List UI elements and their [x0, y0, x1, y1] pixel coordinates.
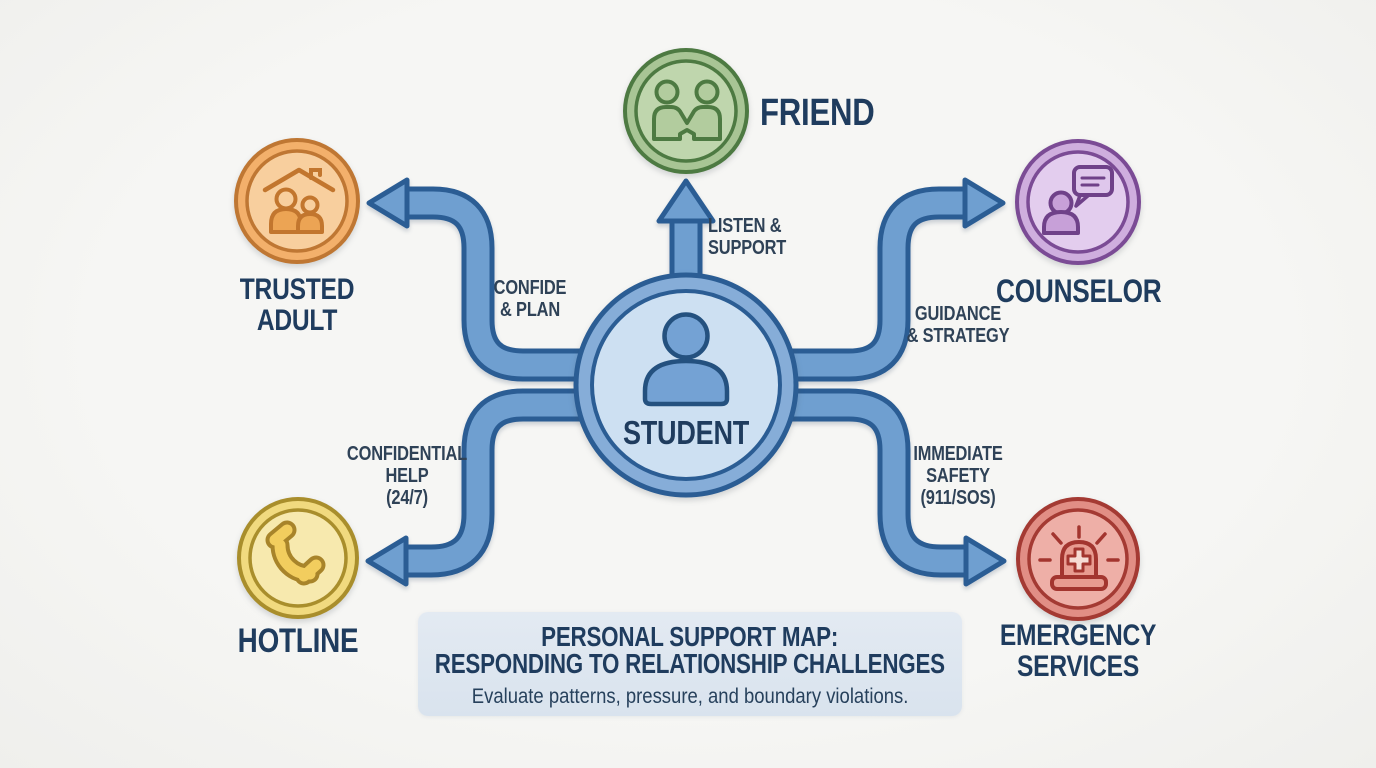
edge-label-guidance-strategy: GUIDANCE & STRATEGY: [906, 303, 1010, 347]
edge-label-confide-plan: CONFIDE & PLAN: [493, 277, 567, 321]
emergency-label: EMERGENCY SERVICES: [999, 619, 1157, 683]
edge-label-immediate-safety: IMMEDIATE SAFETY (911/SOS): [913, 443, 1003, 509]
emergency-node: [1016, 497, 1140, 621]
arrow-student-to-emergency: [672, 388, 1007, 587]
title-box: PERSONAL SUPPORT MAP: RESPONDING TO RELA…: [418, 612, 962, 716]
title-subtitle: Evaluate patterns, pressure, and boundar…: [471, 685, 909, 708]
edge-label-listen-support: LISTEN & SUPPORT: [708, 215, 787, 259]
siren-icon: [1038, 525, 1120, 591]
hotline-node: [237, 497, 359, 619]
student-label: STUDENT: [622, 414, 750, 451]
house-family-icon: [262, 167, 336, 234]
arrow-student-to-counselor: [672, 177, 1006, 382]
trusted-adult-label: TRUSTED ADULT: [239, 273, 355, 337]
phone-icon: [265, 520, 326, 586]
friend-node: [623, 48, 749, 174]
edge-label-confidential-help: CONFIDENTIAL HELP (24/7): [346, 443, 468, 509]
title-line-2: RESPONDING TO RELATIONSHIP CHALLENGES: [434, 648, 946, 679]
arrow-student-to-trusted-adult: [366, 177, 700, 382]
person-chat-icon: [1042, 165, 1114, 235]
person-icon: [642, 312, 730, 407]
trusted-adult-node: [234, 138, 360, 264]
counselor-label: COUNSELOR: [996, 273, 1162, 309]
counselor-node: [1015, 139, 1141, 265]
hotline-label: HOTLINE: [237, 622, 359, 660]
friend-label: FRIEND: [760, 92, 875, 134]
arrow-student-to-hotline: [365, 388, 700, 587]
title-line-1: PERSONAL SUPPORT MAP:: [541, 621, 839, 652]
handshake-people-icon: [652, 79, 722, 141]
student-node: [573, 272, 799, 498]
